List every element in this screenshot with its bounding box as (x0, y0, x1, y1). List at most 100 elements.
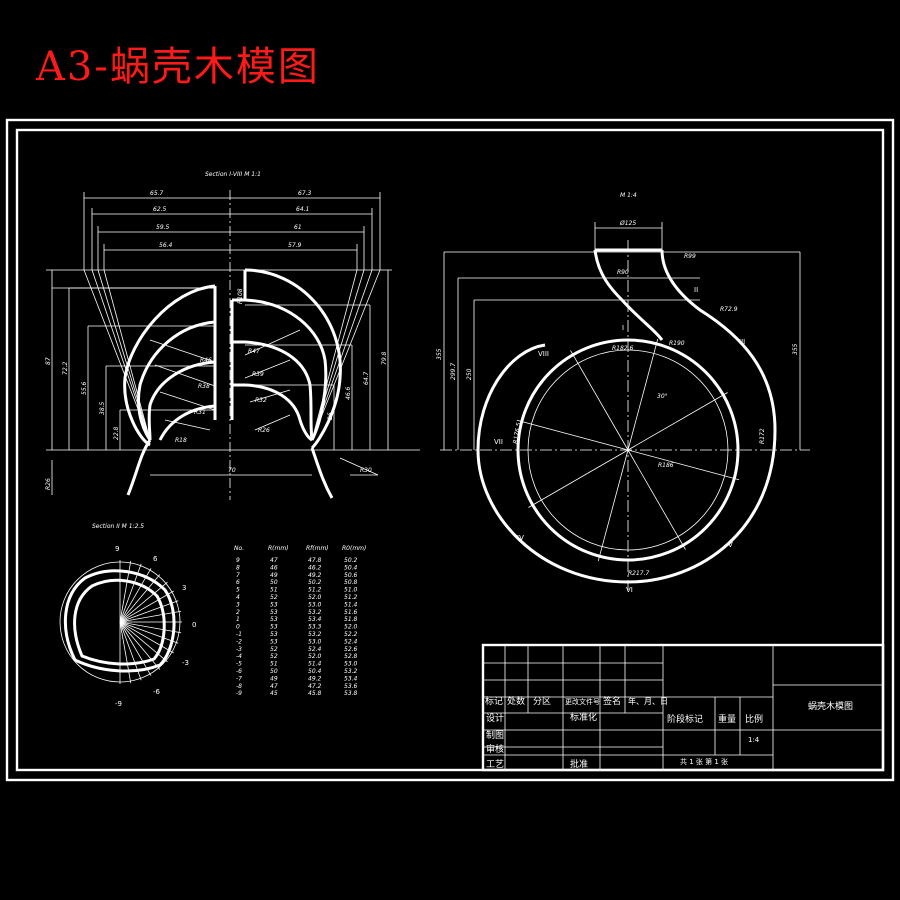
polar-ray (119, 621, 182, 634)
polar-ray (119, 621, 174, 654)
table-cell: 51.2 (308, 587, 322, 594)
table-cell: 6 (236, 579, 240, 586)
outlet-dim: Ø125 (619, 220, 636, 227)
table-cell: 51.2 (344, 594, 358, 601)
table-cell: 52 (270, 653, 278, 660)
table-header-rf: Rf(mm) (306, 545, 329, 552)
table-cell: -6 (236, 668, 242, 675)
polar-ray (119, 621, 132, 684)
table-cell: 53 (270, 609, 278, 616)
table-cell: 50.2 (344, 557, 358, 564)
table-cell: 7 (236, 572, 240, 579)
table-cell: 9 (236, 557, 240, 564)
plan-r217: R217.7 (628, 570, 650, 577)
table-cell: 1 (236, 616, 240, 623)
plan-caption: M 1:4 (620, 192, 637, 199)
table-cell: 51 (270, 661, 278, 668)
angle-m3: -3 (182, 659, 189, 667)
r46: R46 (200, 357, 212, 364)
section2-view: Section II M 1:2.5 9 6 3 0 -3 -6 -9 (59, 523, 196, 708)
radius-labels: R46 R38 R31 R18 R47 R39 R32 R26 R108 (149, 288, 301, 444)
plan-r190: R190 (669, 340, 685, 347)
table-cell: 50.6 (344, 572, 358, 579)
marker-v: V (728, 541, 733, 549)
plan-dim-355: 355 (436, 348, 443, 360)
r26: R26 (258, 427, 270, 434)
table-cell: 53 (270, 624, 278, 631)
plan-r176: R176.5 (512, 422, 523, 444)
angle-6: 6 (153, 555, 158, 563)
table-cell: 51.6 (344, 609, 358, 616)
table-cell: 4 (236, 594, 240, 601)
tb-scale: 1:4 (748, 736, 760, 744)
table-header-r0: R0(mm) (342, 545, 366, 552)
r32: R32 (255, 397, 267, 404)
title-block: 标记 处数 分区 更改文件号 签名 年、月、日 设计 制图 审核 工艺 标准化 … (481, 643, 885, 772)
dim-70: 70 (228, 467, 236, 474)
polar-ray (119, 621, 161, 670)
r39: R39 (252, 371, 264, 378)
table-header-r: R(mm) (268, 545, 289, 552)
polar-ray (119, 590, 174, 623)
plan-radial-line (570, 350, 629, 451)
tb-gongyi: 工艺 (486, 759, 504, 770)
marker-i: I (622, 324, 624, 332)
table-cell: 53.0 (308, 601, 322, 608)
table-header-no: No. (234, 545, 244, 552)
r31: R31 (194, 409, 206, 416)
table-cell: 52.0 (308, 653, 322, 660)
table-cell: 50.4 (308, 668, 322, 675)
r108: R108 (237, 288, 244, 304)
plan-radial-line (627, 449, 686, 550)
dim-87: 87 (45, 357, 52, 365)
plan-angle: 30° (657, 393, 668, 400)
right-profiles (230, 268, 342, 499)
table-cell: 53 (270, 601, 278, 608)
plan-r90b: R90 (617, 269, 629, 276)
table-cell: 47 (270, 557, 278, 564)
tb-genggai: 更改文件号 (565, 697, 600, 706)
plan-dim-299: 299.7 (450, 363, 457, 380)
table-cell: 53.0 (344, 661, 358, 668)
tb-date: 年、月、日 (628, 696, 668, 706)
dim-55-6: 55.6 (81, 381, 88, 395)
table-cell: 8 (236, 564, 240, 571)
table-cell: 52.0 (344, 624, 358, 631)
tb-zhitu: 制图 (486, 729, 504, 741)
table-cell: 45.8 (308, 690, 322, 697)
plan-radial-line (627, 449, 740, 481)
section-view: Section I-VIII M 1:1 65.7 67.3 62.5 64.1… (45, 171, 420, 500)
dim-67-3: 67.3 (298, 190, 312, 197)
table-cell: 49.2 (308, 572, 322, 579)
plan-view: M 1:4 Ø125 355 299.7 250 355 R186 30° R1… (436, 192, 810, 594)
polar-ray (119, 621, 179, 644)
plan-radial-line (516, 419, 629, 451)
dim-61: 61 (294, 224, 302, 231)
plan-dim-355-right: 355 (792, 343, 799, 355)
angle-m9: -9 (115, 700, 122, 708)
r47: R47 (248, 348, 260, 355)
table-cell: -7 (236, 675, 242, 682)
table-cell: 49 (270, 675, 278, 682)
table-cell: 52.0 (308, 594, 322, 601)
table-cell: -4 (236, 653, 242, 660)
top-dimensions: 65.7 67.3 62.5 64.1 59.5 61 56.4 57.9 (83, 190, 381, 270)
marker-iii: III (739, 338, 745, 346)
table-cell: 51.4 (344, 601, 358, 608)
table-cell: 49.2 (308, 675, 322, 682)
plan-r172: R172 (759, 428, 766, 444)
marker-vi: VI (626, 586, 633, 594)
tb-sheet: 共 1 张 第 1 张 (680, 757, 728, 766)
dim-57-9: 57.9 (288, 242, 302, 249)
marker-ii: II (694, 286, 698, 294)
polar-ray (119, 568, 152, 623)
tb-biaoji: 标记 (485, 695, 503, 707)
table-cell: 52.8 (344, 653, 358, 660)
table-cell: 53 (270, 638, 278, 645)
table-cell: 50.8 (344, 579, 358, 586)
plan-dim-250: 250 (466, 368, 473, 380)
table-cell: 52.6 (344, 646, 358, 653)
table-cell: 2 (236, 609, 240, 616)
